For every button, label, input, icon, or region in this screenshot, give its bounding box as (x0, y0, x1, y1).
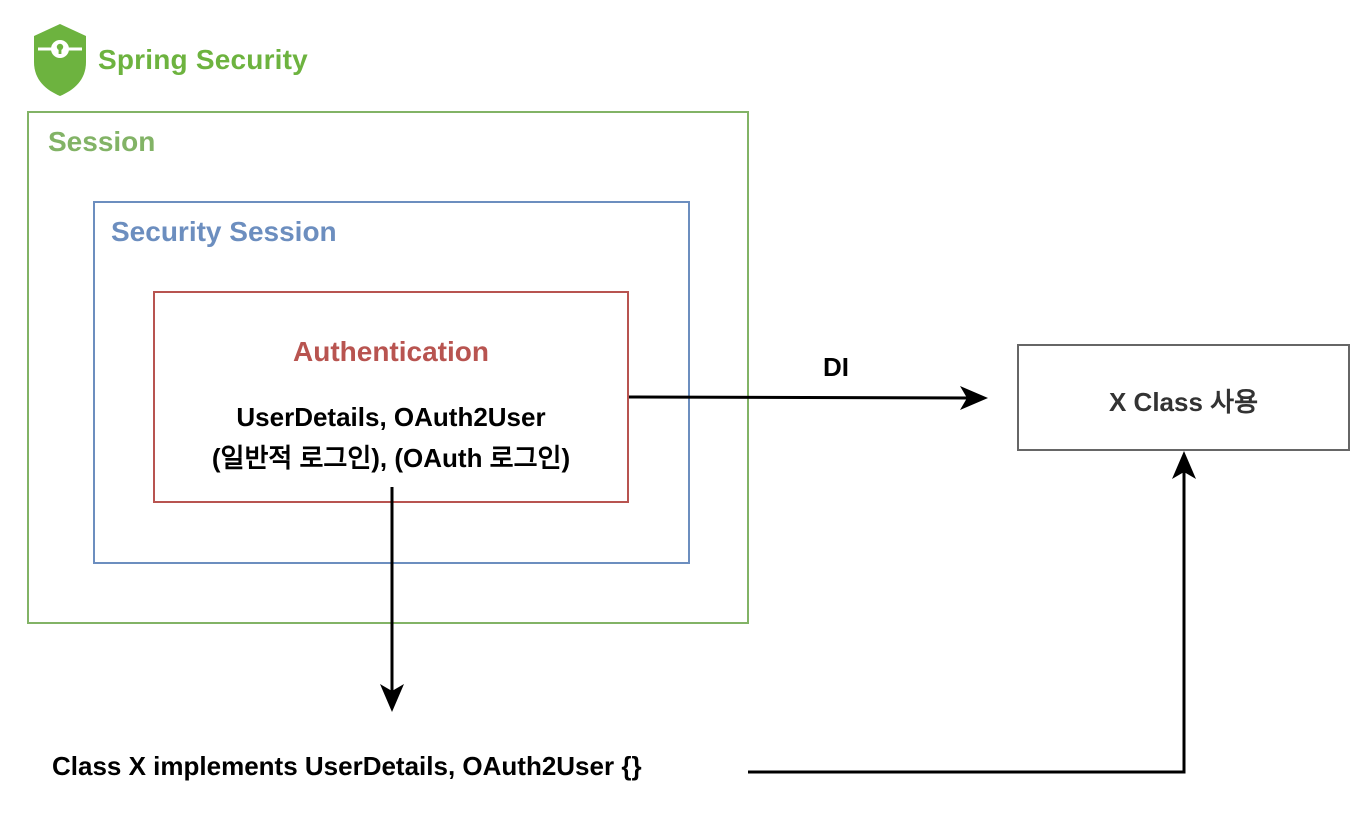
authentication-types: UserDetails, OAuth2User (236, 402, 546, 432)
brand-header: Spring Security (32, 22, 308, 98)
di-label: DI (823, 352, 849, 382)
brand-title: Spring Security (98, 44, 308, 75)
authentication-title: Authentication (293, 336, 489, 367)
security-session-label: Security Session (111, 216, 337, 247)
di-arrow (628, 386, 988, 410)
x-class-box (1017, 344, 1350, 451)
x-class-label: X Class 사용 (1108, 387, 1258, 417)
shield-keyhole-icon (34, 24, 86, 96)
authentication-login-kinds: (일반적 로그인), (OAuth 로그인) (211, 443, 571, 473)
session-container (27, 111, 749, 624)
down-arrow (380, 487, 404, 712)
elbow-arrow (748, 451, 1196, 774)
session-label: Session (48, 126, 156, 157)
class-implements-label: Class X implements UserDetails, OAuth2Us… (52, 751, 642, 781)
